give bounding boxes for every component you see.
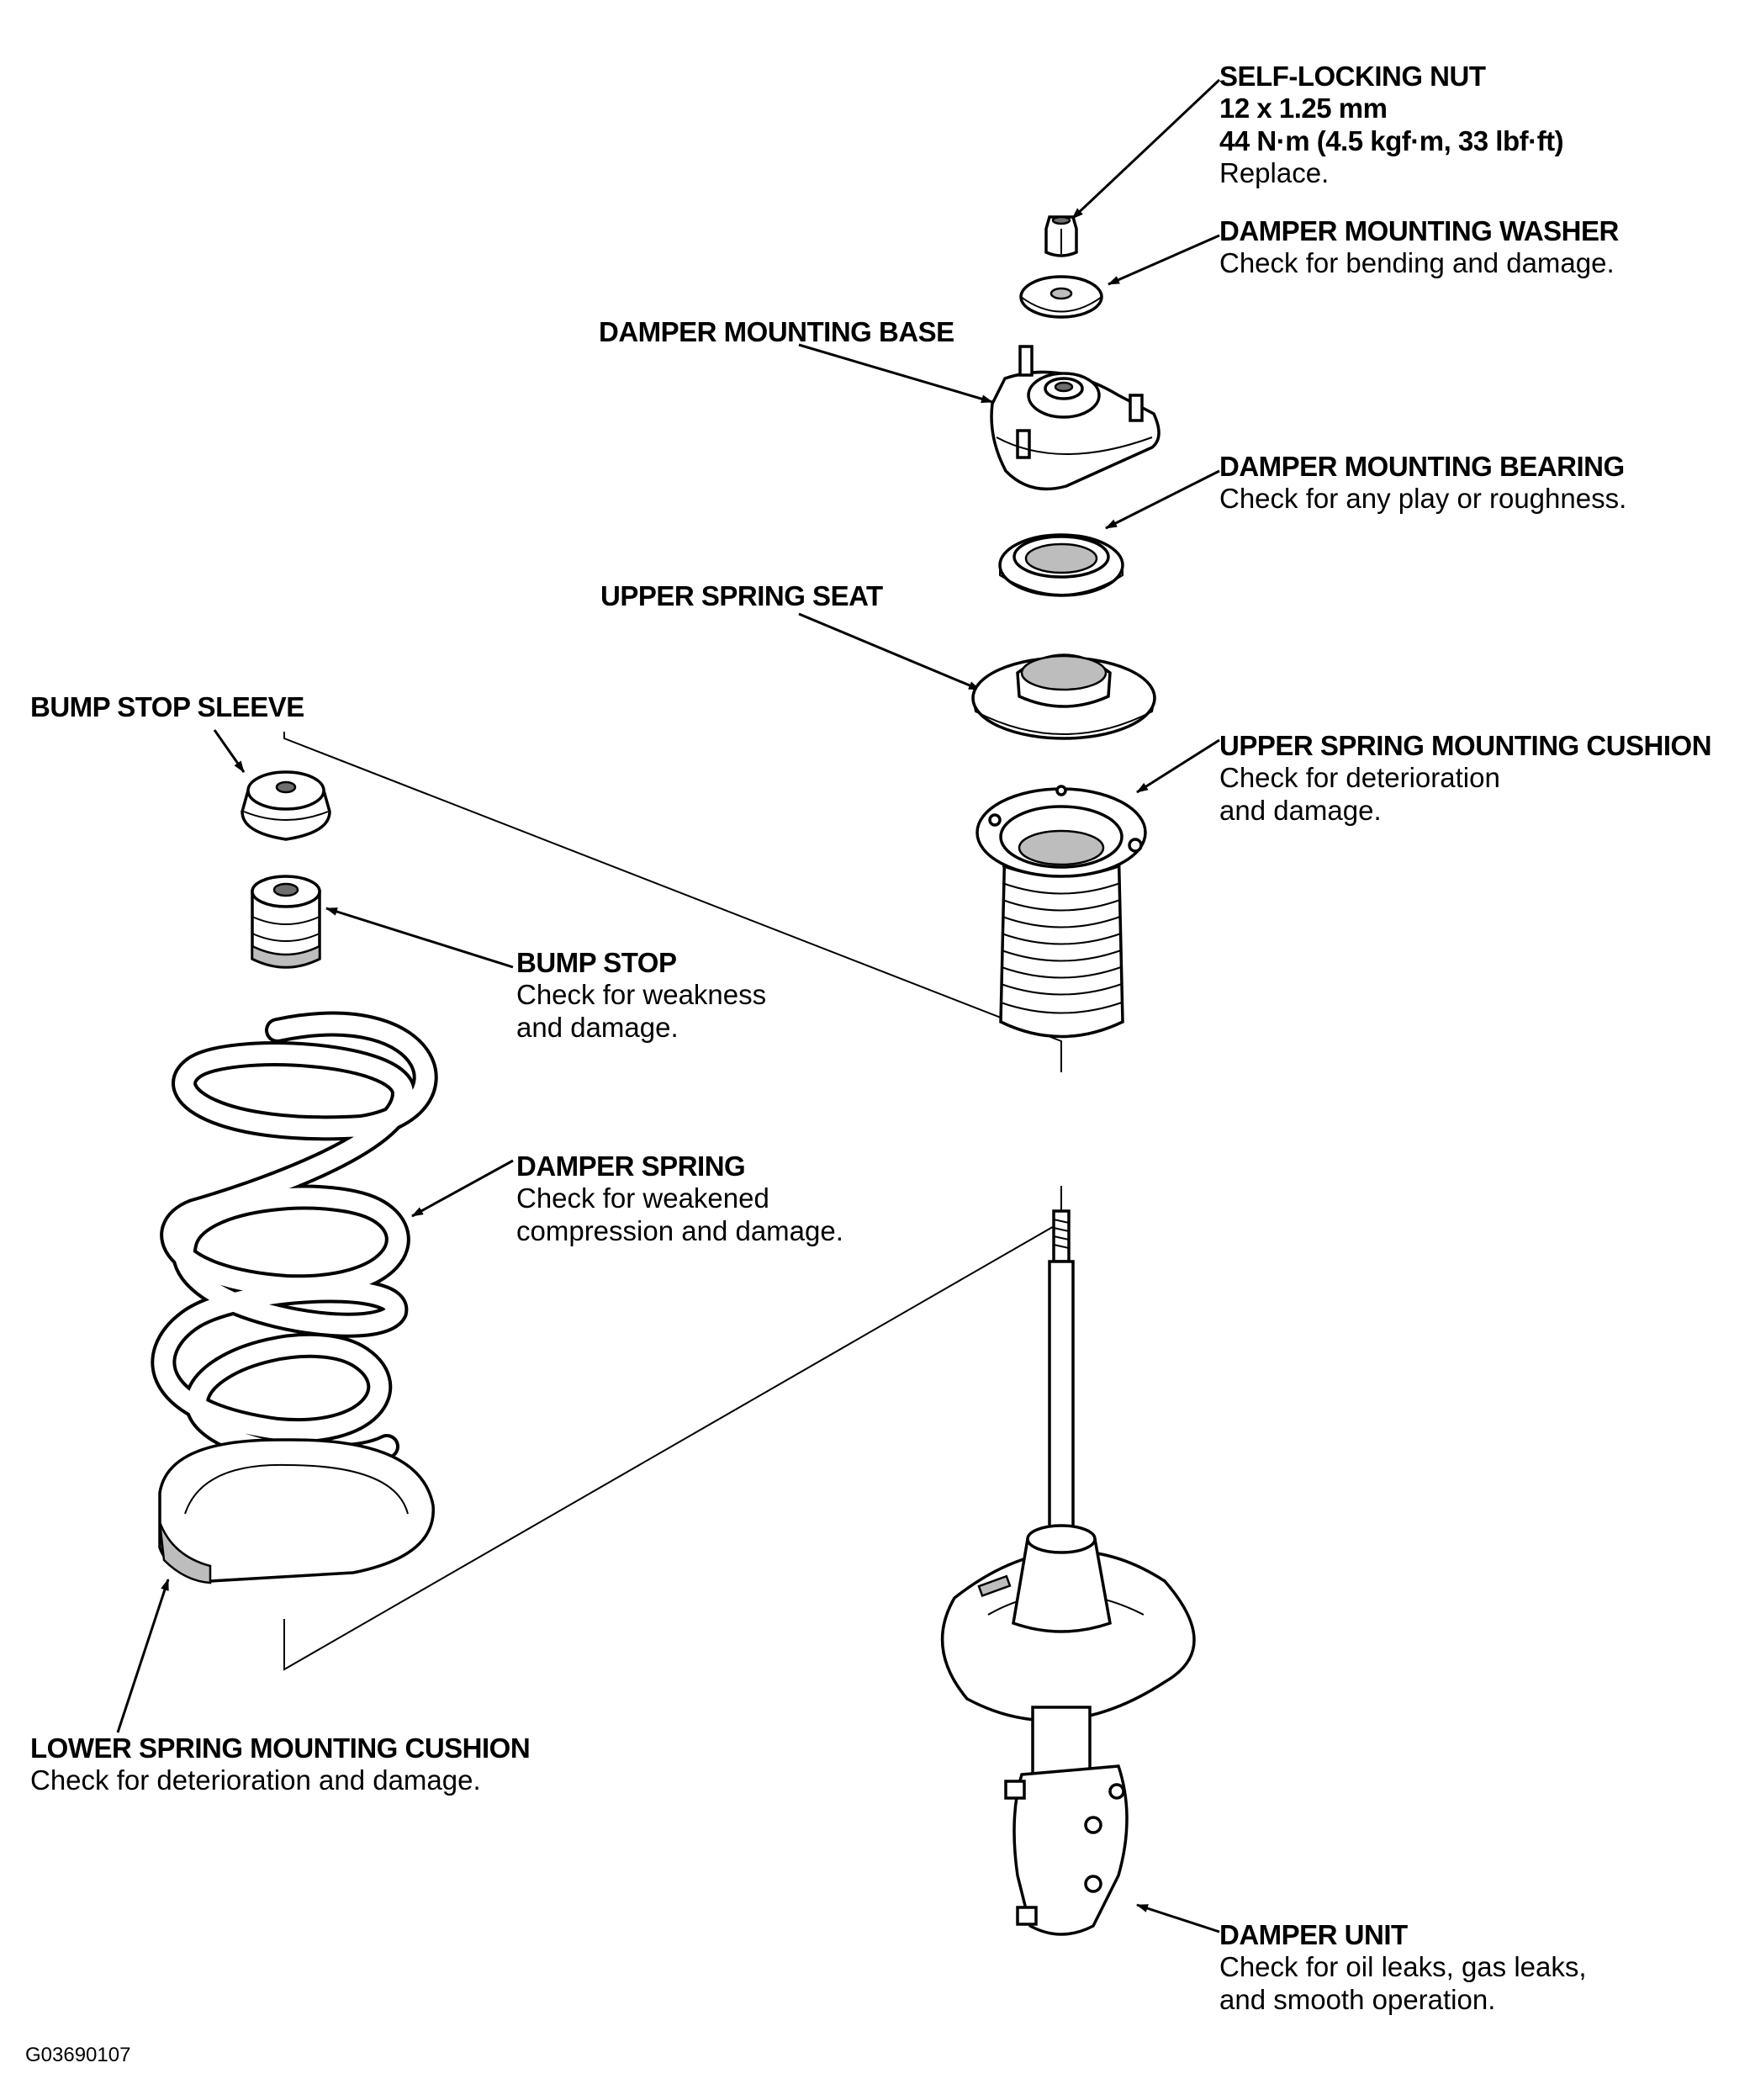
callout-title: DAMPER UNIT — [1219, 1919, 1408, 1950]
callout-note-line-2: and damage. — [1219, 794, 1382, 826]
callout-note-line-1: Check for weakened — [516, 1182, 769, 1214]
callout-lower-spring-mounting-cushion: LOWER SPRING MOUNTING CUSHION Check for … — [30, 1732, 531, 1797]
lower-spring-mounting-cushion-part — [158, 1438, 435, 1584]
callout-note-line-2: and damage. — [516, 1011, 679, 1043]
callout-damper-spring: DAMPER SPRING Check for weakened compres… — [516, 1151, 843, 1247]
callout-damper-mounting-bearing: DAMPER MOUNTING BEARING Check for any pl… — [1219, 451, 1626, 516]
callout-title: LOWER SPRING MOUNTING CUSHION — [30, 1732, 531, 1764]
callout-upper-spring-mounting-cushion: UPPER SPRING MOUNTING CUSHION Check for … — [1219, 730, 1712, 827]
damper-mounting-bearing-part — [998, 533, 1124, 597]
callout-title: BUMP STOP — [516, 947, 677, 978]
callout-note: Check for bending and damage. — [1219, 247, 1615, 279]
upper-spring-seat-part — [971, 653, 1156, 740]
assembly-lines — [283, 732, 1062, 1671]
callout-title: SELF-LOCKING NUT — [1219, 61, 1486, 92]
callout-title: DAMPER MOUNTING WASHER — [1219, 215, 1619, 246]
callout-note: Check for deterioration and damage. — [30, 1764, 481, 1796]
bump-stop-sleeve-part — [241, 770, 331, 841]
nut-torque: 44 N·m (4.5 kgf·m, 33 lbf·ft) — [1219, 124, 1564, 156]
self-locking-nut-part — [1044, 215, 1078, 257]
callout-upper-spring-seat: UPPER SPRING SEAT — [600, 580, 883, 612]
damper-mounting-washer-part — [1019, 275, 1103, 319]
callout-note-line-2: compression and damage. — [516, 1214, 843, 1246]
damper-unit-part — [940, 1209, 1196, 1936]
callout-note-line-1: Check for weakness — [516, 979, 767, 1011]
figure-id: G03690107 — [25, 2044, 131, 2066]
callout-title: BUMP STOP SLEEVE — [30, 691, 304, 722]
callout-title: UPPER SPRING SEAT — [600, 580, 883, 611]
callout-damper-mounting-washer: DAMPER MOUNTING WASHER Check for bending… — [1219, 215, 1619, 280]
callout-damper-mounting-base: DAMPER MOUNTING BASE — [599, 316, 954, 348]
callout-title: DAMPER SPRING — [516, 1151, 746, 1182]
upper-spring-mounting-cushion-part — [975, 785, 1147, 1039]
callout-note-line-1: Check for oil leaks, gas leaks, — [1219, 1951, 1587, 1983]
bump-stop-part — [251, 875, 321, 969]
callout-title: UPPER SPRING MOUNTING CUSHION — [1219, 730, 1712, 761]
callout-note-line-2: and smooth operation. — [1219, 1983, 1496, 2015]
callout-bump-stop: BUMP STOP Check for weakness and damage. — [516, 947, 766, 1044]
leader-lines — [116, 78, 1221, 1933]
callout-title: DAMPER MOUNTING BASE — [599, 316, 954, 347]
callout-note: Replace. — [1219, 156, 1330, 188]
callout-self-locking-nut: SELF-LOCKING NUT 12 x 1.25 mm 44 N·m (4.… — [1219, 61, 1564, 189]
callout-bump-stop-sleeve: BUMP STOP SLEEVE — [30, 691, 304, 723]
damper-spring-part — [151, 1011, 438, 1469]
nut-size: 12 x 1.25 mm — [1219, 93, 1388, 124]
callout-note-line-1: Check for deterioration — [1219, 762, 1500, 794]
damper-mounting-base-part — [990, 345, 1160, 491]
callout-title: DAMPER MOUNTING BEARING — [1219, 451, 1625, 482]
callout-note: Check for any play or roughness. — [1219, 483, 1627, 515]
callout-damper-unit: DAMPER UNIT Check for oil leaks, gas lea… — [1219, 1919, 1587, 2016]
